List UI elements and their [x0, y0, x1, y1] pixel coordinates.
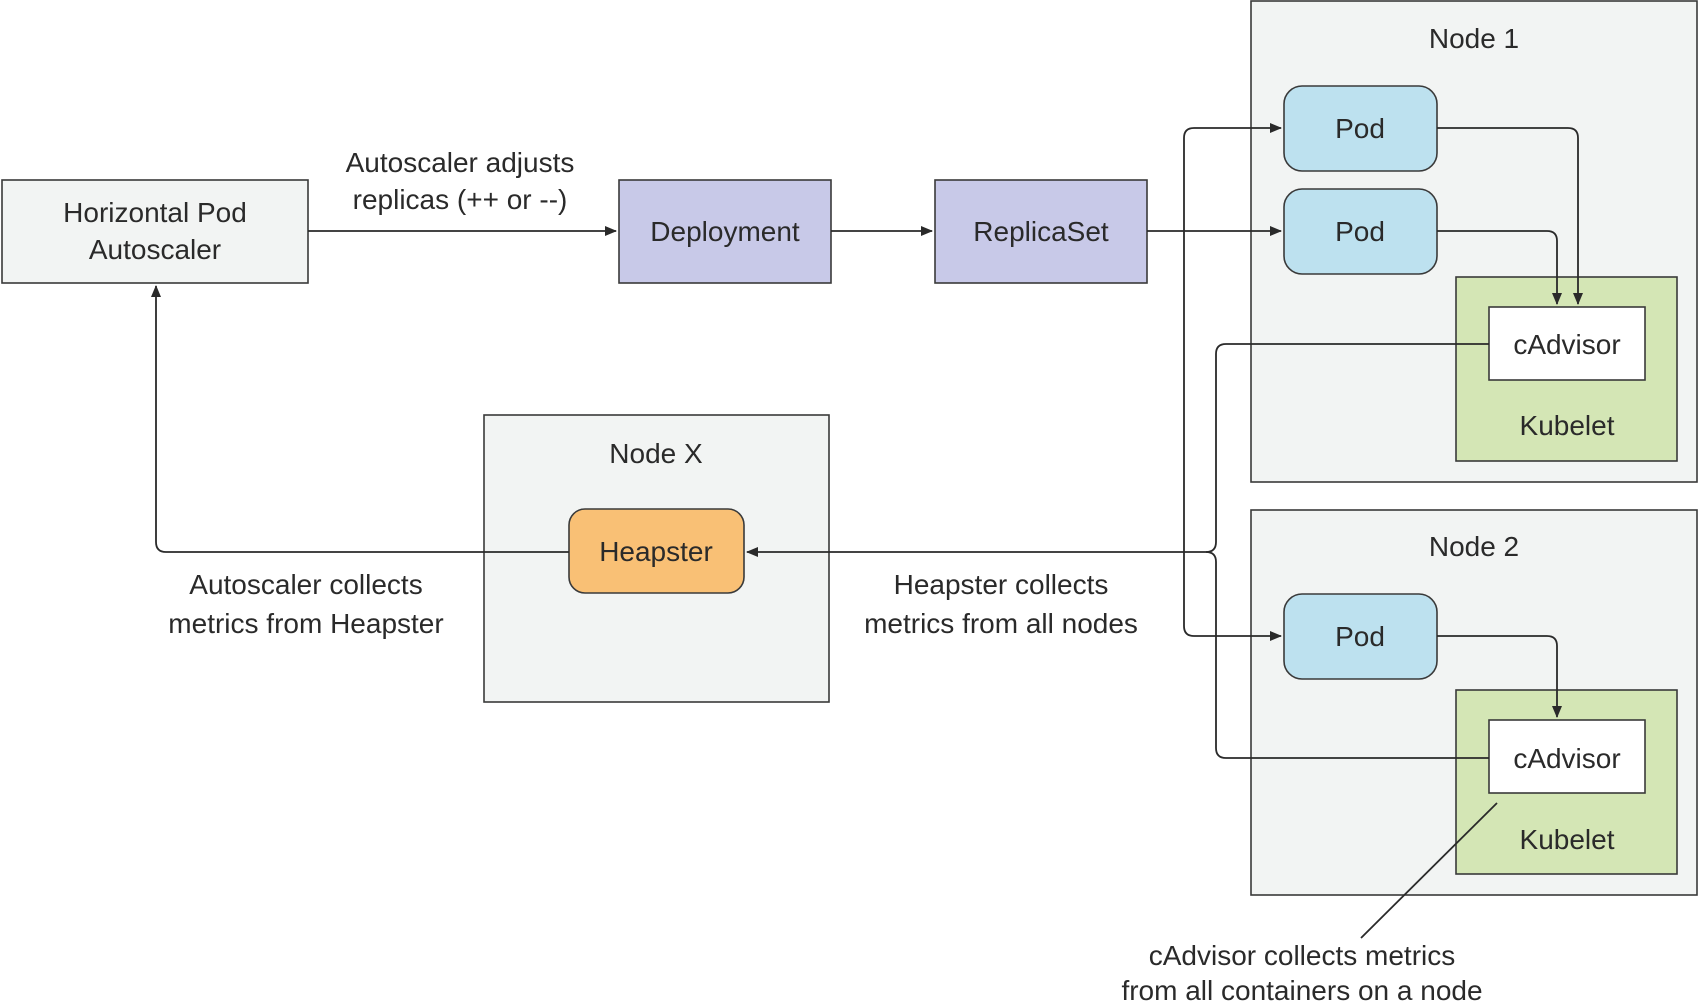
label-cadvisor-collects-line1: cAdvisor collects metrics — [1149, 940, 1456, 971]
deployment-box — [618, 179, 832, 284]
node-1-title: Node 1 — [1429, 23, 1519, 54]
node-2-cadvisor-label: cAdvisor — [1513, 743, 1620, 774]
label-adjusts-line2: replicas (++ or --) — [353, 184, 568, 215]
label-adjusts-line1: Autoscaler adjusts — [346, 147, 575, 178]
label-heapster-collects-line1: Heapster collects — [894, 569, 1109, 600]
heapster-label: Heapster — [599, 536, 713, 567]
hpa-box — [1, 179, 309, 284]
node-1-kubelet-label: Kubelet — [1520, 410, 1615, 441]
edge-pod-b-to-cadvisor-1 — [1437, 230, 1562, 305]
heapster-box — [568, 508, 745, 594]
replicaset-box — [934, 179, 1148, 284]
node-2-title: Node 2 — [1429, 531, 1519, 562]
edge-replicaset-to-node2-pod — [1183, 231, 1282, 641]
node-2-cadvisor-box — [1488, 719, 1646, 794]
edge-cadvisor-2-to-heapster — [1205, 551, 1489, 759]
label-cadvisor-collects-line2: from all containers on a node — [1121, 975, 1482, 1003]
edge-replicaset-to-pod-a — [1183, 123, 1282, 231]
cadvisor-callout-line — [1360, 802, 1498, 939]
edge-cadvisor-1-to-heapster — [1205, 343, 1489, 553]
label-autoscaler-collects-line2: metrics from Heapster — [168, 608, 443, 639]
node-x-title: Node X — [609, 438, 703, 469]
deployment-label: Deployment — [650, 216, 800, 247]
node-1-pod-a-label: Pod — [1335, 113, 1385, 144]
hpa-label-line1: Horizontal Pod — [63, 197, 247, 228]
node-1-pod-b-label: Pod — [1335, 216, 1385, 247]
node-1-cadvisor-box — [1488, 306, 1646, 381]
node-2-pod-label: Pod — [1335, 621, 1385, 652]
edge-heapster-to-hpa — [151, 285, 569, 553]
node-1-cadvisor-label: cAdvisor — [1513, 329, 1620, 360]
hpa-label-line2: Autoscaler — [89, 234, 221, 265]
edge-pod-a-to-cadvisor-1 — [1437, 127, 1583, 305]
label-heapster-collects-line2: metrics from all nodes — [864, 608, 1138, 639]
replicaset-label: ReplicaSet — [973, 216, 1109, 247]
edge-node2-pod-to-cadvisor-2 — [1437, 635, 1562, 718]
label-autoscaler-collects-line1: Autoscaler collects — [189, 569, 422, 600]
node-2-kubelet-label: Kubelet — [1520, 824, 1615, 855]
